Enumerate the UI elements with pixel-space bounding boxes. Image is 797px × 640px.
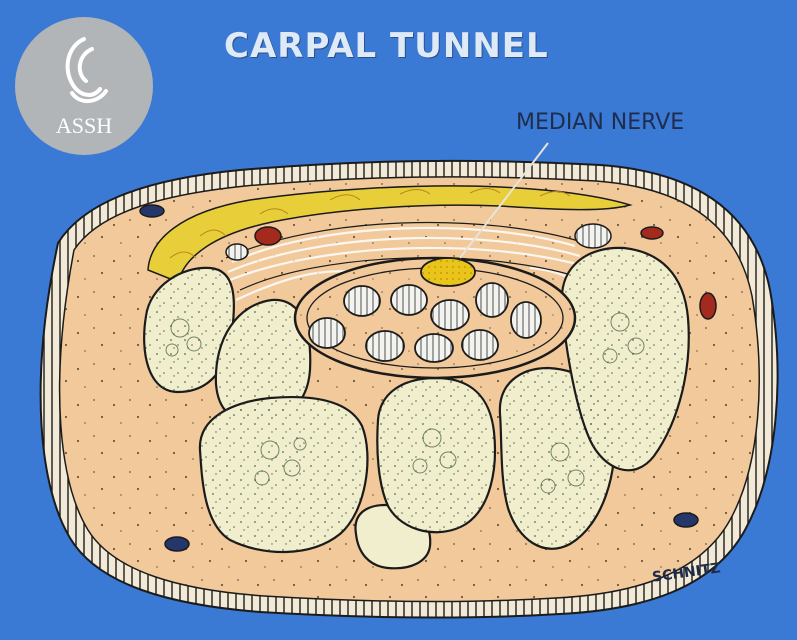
diagram-title: CARPAL TUNNEL <box>224 26 549 66</box>
vein <box>165 537 189 551</box>
tendon-small <box>575 224 611 248</box>
tendon-small <box>226 244 248 260</box>
median-nerve <box>421 258 475 286</box>
vessel <box>641 227 663 239</box>
vessel <box>700 293 716 319</box>
logo-text: ASSH <box>15 113 153 139</box>
assh-logo: ASSH <box>15 17 153 155</box>
swirl-logo-icon <box>54 33 114 109</box>
vessel <box>255 227 281 245</box>
median-nerve-label: MEDIAN NERVE <box>516 110 684 135</box>
vein <box>140 205 164 217</box>
vein <box>674 513 698 527</box>
